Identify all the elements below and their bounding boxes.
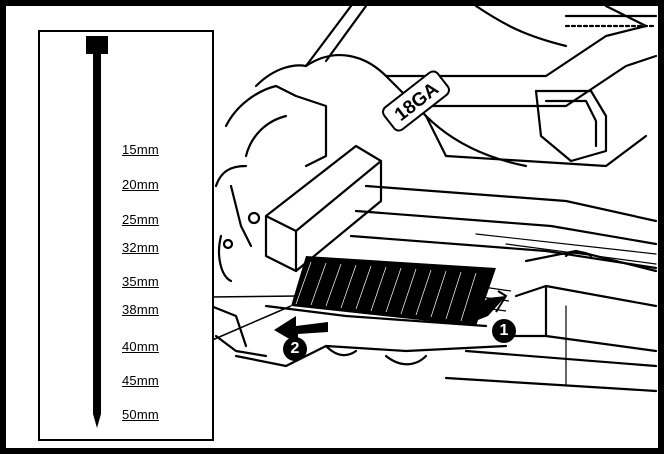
length-label-45mm: 45mm (122, 373, 159, 388)
length-label-38mm: 38mm (122, 302, 159, 317)
length-label-35mm: 35mm (122, 274, 159, 289)
nailer-illustration: 18GA (209, 6, 658, 393)
length-label-15mm: 15mm (122, 142, 159, 157)
nail-length-scale: 15mm 20mm 25mm 32mm 35mm 38mm 40mm 45mm … (38, 30, 214, 441)
step-1-marker: 1 (492, 319, 516, 343)
length-label-32mm: 32mm (122, 240, 159, 255)
insert-arrow (468, 290, 508, 324)
push-arrow (274, 316, 328, 344)
length-label-40mm: 40mm (122, 339, 159, 354)
length-label-50mm: 50mm (122, 407, 159, 422)
diagram-canvas: 18GA (6, 6, 658, 448)
length-label-25mm: 25mm (122, 212, 159, 227)
length-label-20mm: 20mm (122, 177, 159, 192)
nail-icon (86, 36, 108, 428)
step-2-marker: 2 (283, 337, 307, 361)
